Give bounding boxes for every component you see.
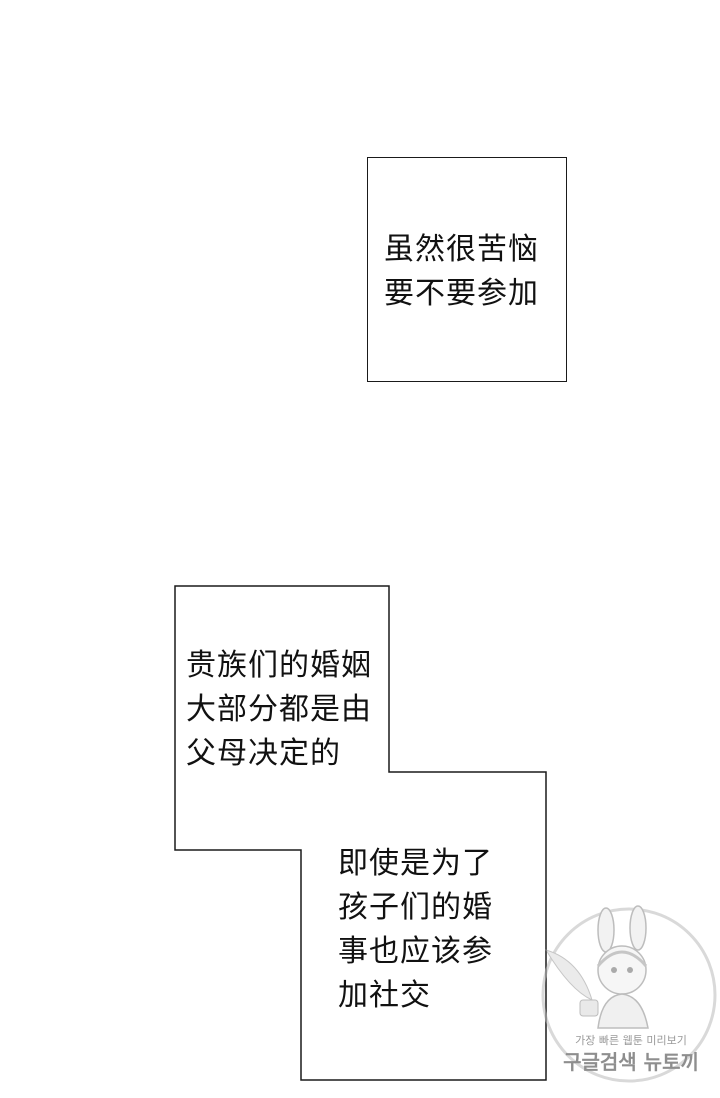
caption-box-top: 虽然很苦恼 要不要参加: [367, 157, 567, 382]
watermark-tagline: 가장 빠른 웹툰 미리보기: [575, 1034, 687, 1047]
watermark: 가장 빠른 웹툰 미리보기 구글검색 뉴토끼: [540, 900, 718, 1090]
watermark-brand: 구글검색 뉴토끼: [563, 1050, 699, 1074]
bunny-girl-logo-icon: [541, 905, 717, 1083]
caption-text-top: 虽然很苦恼 要不要参加: [384, 232, 539, 311]
caption-text-middle: 贵族们的婚姻 大部分都是由 父母决定的: [186, 648, 372, 771]
caption-text-bottom: 即使是为了 孩子们的婚 事也应该参 加社交: [338, 846, 493, 1013]
